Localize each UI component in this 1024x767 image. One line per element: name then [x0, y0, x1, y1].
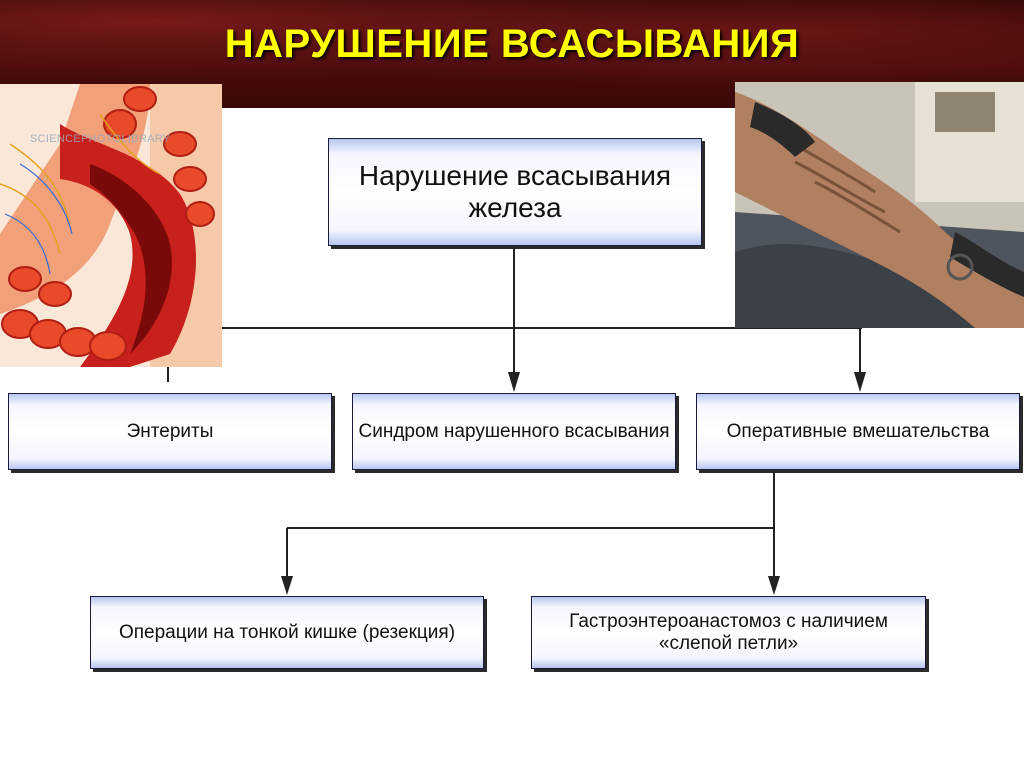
cause-label: Синдром нарушенного всасывания	[358, 420, 670, 442]
arrow-to-resection	[281, 576, 293, 595]
root-box-label: Нарушение всасывания железа	[358, 160, 672, 223]
cause-label: Оперативные вмешательства	[726, 420, 990, 442]
operation-box-gastroenteroanastomosis: Гастроэнтероанастомоз с наличием «слепой…	[531, 596, 926, 669]
root-box-iron-malabsorption: Нарушение всасывания железа	[328, 138, 702, 246]
cause-box-enteritis: Энтериты	[8, 393, 332, 470]
operation-label: Гастроэнтероанастомоз с наличием «слепой…	[569, 610, 888, 654]
operation-box-resection: Операции на тонкой кишке (резекция)	[90, 596, 484, 669]
arrow-to-anastomosis	[768, 576, 780, 595]
arrow-to-operations	[854, 372, 866, 392]
emaciated-body-photo	[735, 82, 1024, 328]
slide-title: НАРУШЕНИЕ ВСАСЫВАНИЯ	[224, 22, 800, 66]
arrow-to-syndrome	[508, 372, 520, 392]
intestine-illustration	[0, 84, 222, 367]
image-watermark: SCIENCEPHOTOLIBRARY	[30, 133, 171, 145]
cause-box-surgical-interventions: Оперативные вмешательства	[696, 393, 1020, 470]
operation-label: Операции на тонкой кишке (резекция)	[118, 621, 456, 643]
cause-box-malabsorption-syndrome: Синдром нарушенного всасывания	[352, 393, 676, 470]
cause-label: Энтериты	[126, 420, 214, 442]
